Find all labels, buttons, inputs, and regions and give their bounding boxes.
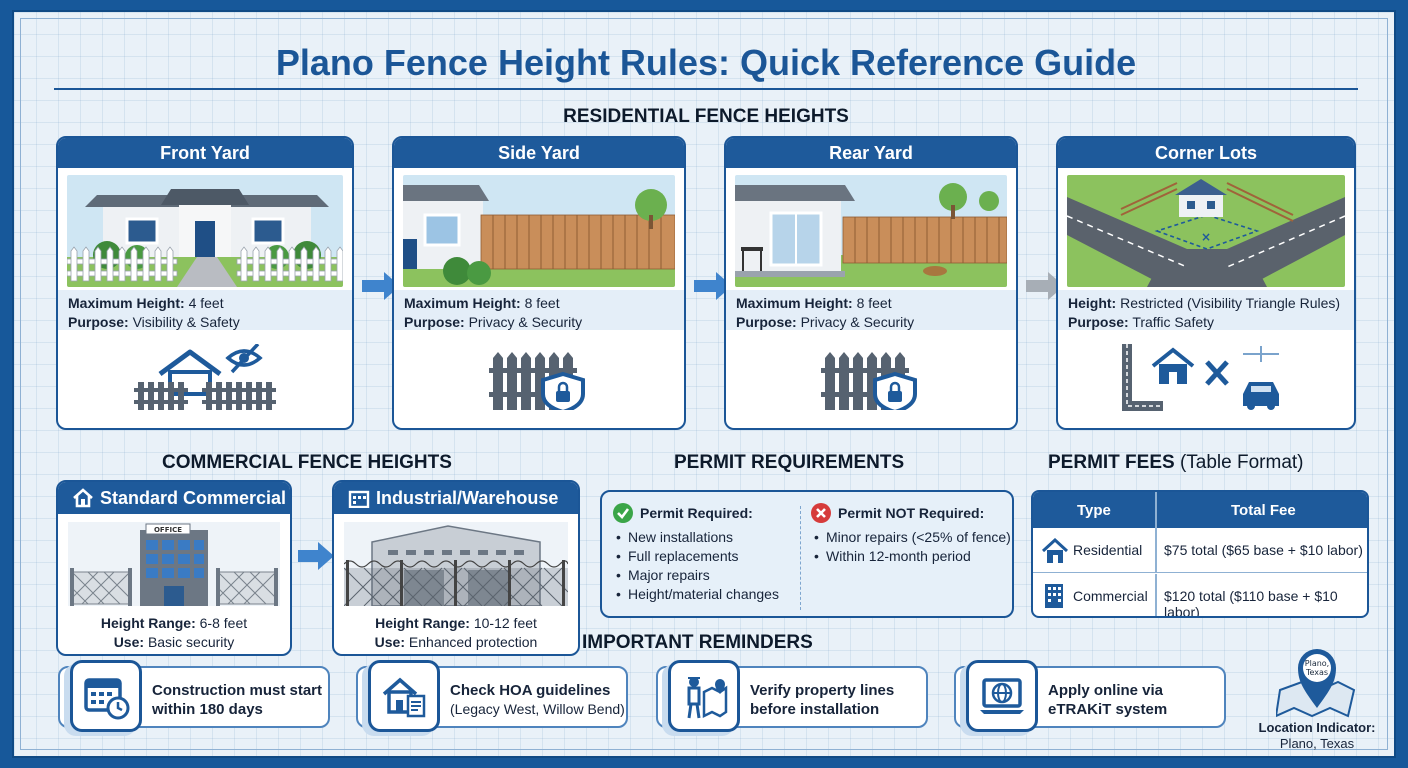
corner-lot-traffic-icon (1058, 330, 1354, 418)
front-yard-scene (67, 175, 343, 287)
list-item: Full replacements (612, 547, 779, 566)
reminder-text: Check HOA guidelines(Legacy West, Willow… (450, 682, 625, 717)
card-details: Maximum Height: 8 feet Purpose: Privacy … (736, 295, 915, 330)
fees-heading: PERMIT FEES (Table Format) (1048, 452, 1304, 473)
office-sign: OFFICE (154, 526, 182, 534)
card-title: Rear Yard (726, 138, 1016, 168)
surveyor-map-icon (668, 660, 740, 732)
table-header: Type Total Fee (1033, 492, 1367, 528)
column-divider (800, 506, 801, 610)
corner-lots-card: Corner Lots × Height: Restricted (Visibi… (1056, 136, 1356, 430)
house-document-icon (368, 660, 440, 732)
house-fence-visibility-icon (58, 330, 352, 418)
table-row: Residential $75 total ($65 base + $10 la… (1033, 528, 1367, 573)
calendar-clock-icon (70, 660, 142, 732)
table-row: Commercial $120 total ($110 base + $10 l… (1033, 574, 1367, 616)
card-title: Standard Commercial (100, 488, 287, 508)
card-details: Height Range: 6-8 feet Use: Basic securi… (100, 615, 248, 650)
svg-text:×: × (1201, 230, 1211, 244)
location-indicator: Plano, Texas Location Indicator: Plano, … (1252, 638, 1382, 756)
fence-lock-icon (726, 330, 1016, 418)
front-yard-card: Front Yard (56, 136, 354, 430)
card-title: Front Yard (58, 138, 352, 168)
arrow-right-icon (694, 272, 732, 300)
permit-not-required-title: Permit NOT Required: (838, 505, 985, 521)
standard-commercial-card: Standard Commercial OFFICE Height Range:… (56, 480, 292, 656)
card-details: Height Range: 10-12 feet Use: Enhanced p… (374, 615, 538, 650)
card-title: Corner Lots (1058, 138, 1354, 168)
map-pin-icon: Plano, Texas (1276, 649, 1356, 718)
permit-not-required-column: Permit NOT Required: Minor repairs (<25%… (810, 502, 1011, 566)
title-divider (54, 88, 1358, 90)
office-building-scene: OFFICE (68, 522, 280, 606)
rear-yard-card: Rear Yard Maximum Heigh (724, 136, 1018, 430)
industrial-building-icon (348, 490, 370, 508)
permit-required-title: Permit Required: (640, 505, 753, 521)
reminder-hoa: Check HOA guidelines(Legacy West, Willow… (356, 660, 628, 732)
permit-requirements-panel: Permit Required: New installations Full … (600, 490, 1014, 618)
pin-label-city: Plano, (1305, 659, 1329, 668)
board-frame (20, 18, 1388, 750)
location-label: Location Indicator: Plano, Texas (1258, 720, 1376, 751)
pin-label-state: Texas (1305, 668, 1328, 677)
house-icon (1041, 538, 1069, 563)
warehouse-scene (344, 522, 568, 606)
card-details: Height: Restricted (Visibility Triangle … (1068, 295, 1341, 330)
fence-lock-icon (394, 330, 684, 418)
card-details: Maximum Height: 8 feet Purpose: Privacy … (404, 295, 583, 330)
check-icon (613, 503, 633, 523)
list-item: Within 12-month period (810, 547, 1011, 566)
page-title: Plano Fence Height Rules: Quick Referenc… (275, 42, 1137, 83)
home-icon (73, 488, 93, 508)
arrow-right-icon (1026, 272, 1064, 300)
list-item: Major repairs (612, 566, 779, 585)
list-item: Height/material changes (612, 585, 779, 604)
side-yard-scene (403, 175, 675, 287)
card-details: Maximum Height: 4 feet Purpose: Visibili… (68, 295, 240, 330)
commercial-heading: COMMERCIAL FENCE HEIGHTS (162, 452, 452, 473)
permit-required-column: Permit Required: New installations Full … (612, 502, 779, 604)
corner-lot-scene: × (1067, 175, 1345, 287)
infographic-board: Plano Fence Height Rules: Quick Referenc… (12, 10, 1396, 758)
list-item: Minor repairs (<25% of fence) (810, 528, 1011, 547)
office-building-icon (1045, 584, 1063, 608)
column-header-fee: Total Fee (1231, 502, 1296, 519)
reminders-heading: IMPORTANT REMINDERS (582, 632, 813, 653)
permit-fees-table: Type Total Fee Residential $75 total ($6… (1031, 490, 1369, 618)
column-header-type: Type (1077, 502, 1111, 519)
residential-heading: RESIDENTIAL FENCE HEIGHTS (563, 106, 849, 127)
arrow-right-icon (298, 542, 334, 570)
close-icon (811, 503, 831, 523)
industrial-warehouse-card: Industrial/Warehouse Height Range: 10-12… (332, 480, 580, 656)
card-title: Industrial/Warehouse (376, 488, 559, 508)
laptop-globe-icon (966, 660, 1038, 732)
arrow-right-icon (362, 272, 400, 300)
list-item: New installations (612, 528, 779, 547)
rear-yard-scene (735, 175, 1007, 287)
card-title: Side Yard (394, 138, 684, 168)
permit-heading: PERMIT REQUIREMENTS (674, 452, 905, 473)
side-yard-card: Side Yard Maximum Height: 8 fe (392, 136, 686, 430)
